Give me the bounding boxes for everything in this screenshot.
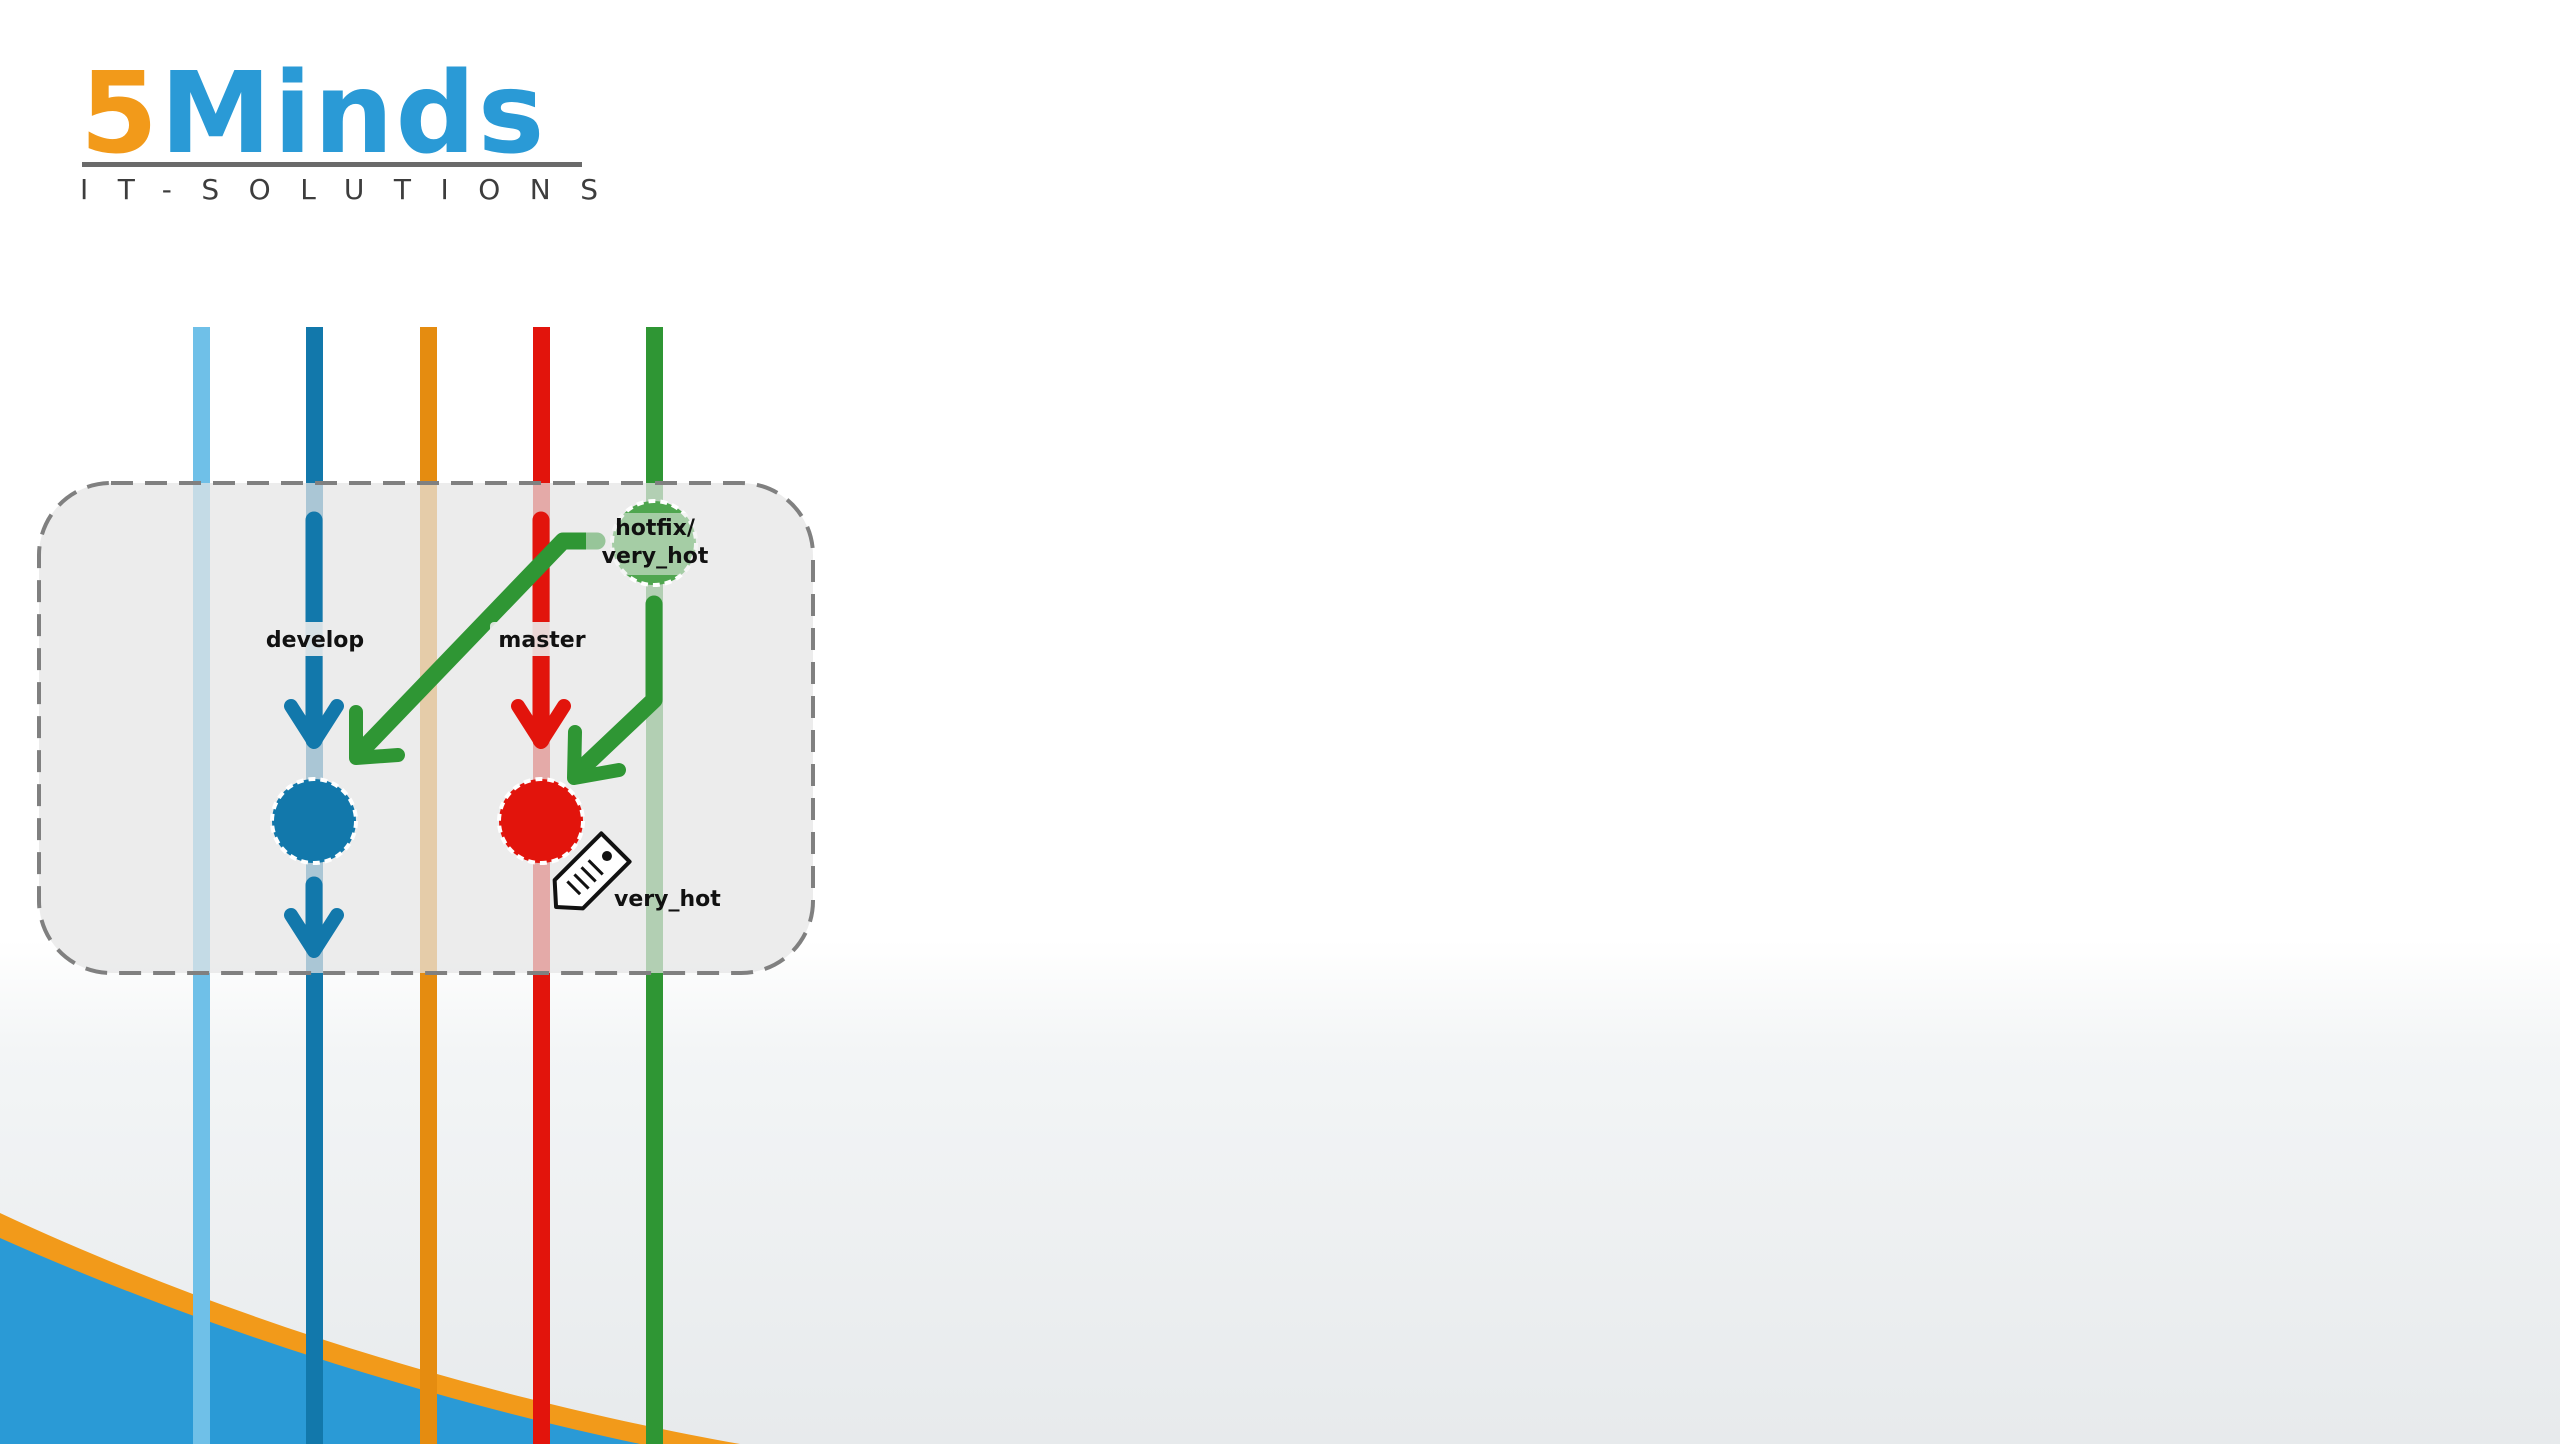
logo-tagline: IT-SOLUTIONS [80,173,628,206]
logo-word: Minds [159,49,547,179]
logo-number: 5 [80,49,160,179]
logo-wordmark: 5Minds [80,58,546,170]
master-merge-commit [497,777,585,865]
tag-label: very_hot [614,887,721,912]
master-label: master [498,628,585,653]
hotfix-label-line1: hotfix/ [615,516,696,541]
company-logo: 5Minds IT-SOLUTIONS [80,58,600,210]
labels: develop master hotfix/ very_hot very_hot [262,513,724,912]
decorative-swoosh [0,1213,740,1444]
develop-label: develop [266,628,364,653]
hotfix-label-line2: very_hot [602,544,709,569]
develop-merge-commit [270,777,358,865]
hotfix-merge-arrows [349,532,663,785]
tag-icon [552,831,632,911]
logo-divider [82,162,582,167]
